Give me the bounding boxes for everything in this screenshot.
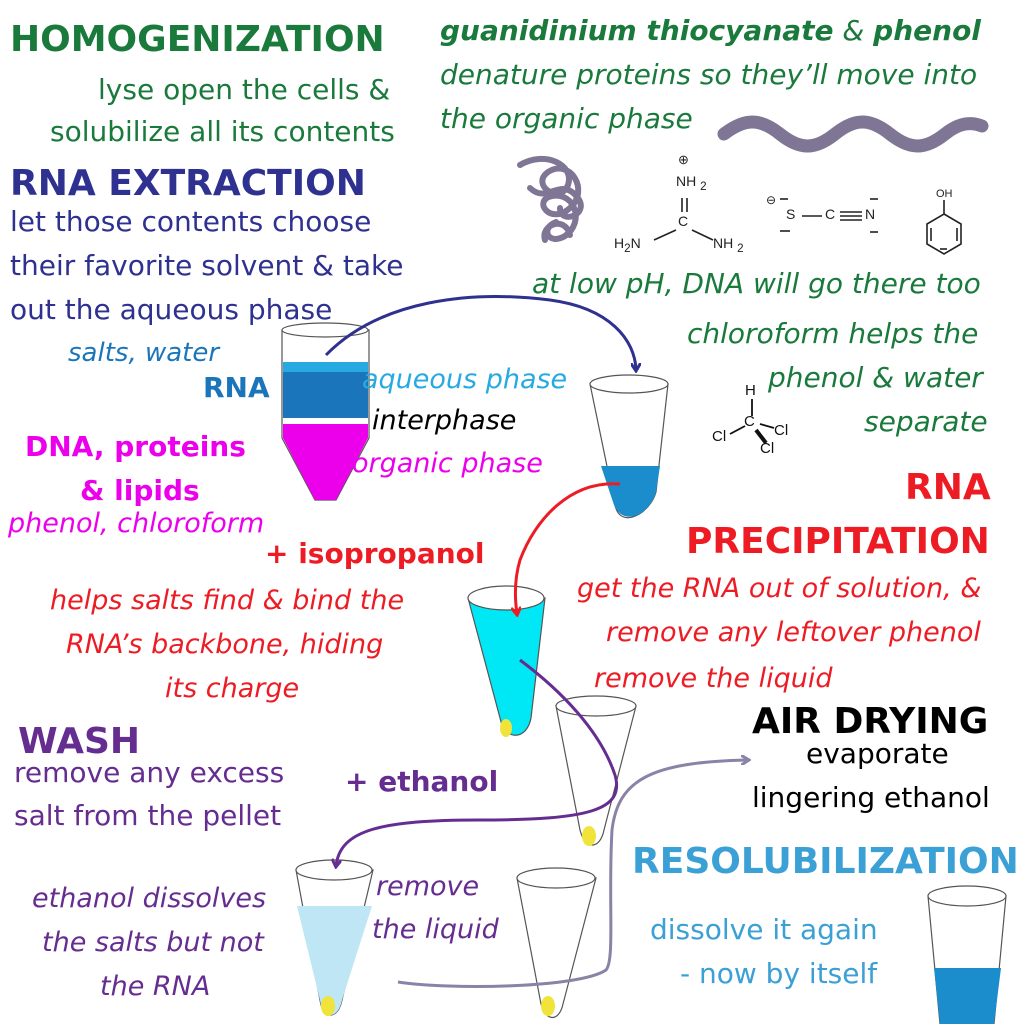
extraction-arrow (324, 295, 636, 370)
denatured-protein-icon (717, 115, 989, 153)
chloroform-cl-bottom: Cl (760, 440, 775, 457)
chloroform-note-line1: chloroform helps the (687, 317, 979, 350)
extraction-tube (281, 322, 370, 501)
chloroform-note-line2: phenol & water (768, 361, 983, 394)
guanidinium-c: C (678, 213, 689, 229)
phenol-structure (926, 200, 962, 255)
ethanol-wash-tube (295, 859, 374, 1016)
chloroform-note-line3: separate (864, 405, 988, 438)
wash-remove-line1: remove (376, 871, 480, 902)
phenol-oh: OH (936, 188, 953, 200)
extraction-line3: out the aqueous phase (10, 293, 333, 326)
isopropanol-arrow (515, 482, 621, 614)
air-drying-arrow (397, 760, 748, 988)
precipitation-line2: remove any leftover phenol (606, 617, 981, 648)
guanidinium-thiocyanate-label: guanidinium thiocyanate (440, 14, 834, 47)
chloroform-cl-left: Cl (712, 428, 727, 445)
chloroform-c: C (744, 413, 755, 430)
denature-line1: guanidinium thiocyanate & phenol (440, 14, 981, 47)
thiocyanate-c: C (825, 206, 836, 222)
lipids-label: & lipids (80, 474, 200, 507)
guanidinium-structure (653, 198, 714, 241)
ethanol-note-line2: the salts but not (42, 927, 264, 958)
ethanol-label: + ethanol (345, 765, 499, 798)
rna-label: RNA (203, 371, 270, 404)
homogenization-line1: lyse open the cells & (98, 73, 391, 106)
extraction-title: RNA EXTRACTION (10, 163, 366, 204)
wash-line2: salt from the pellet (14, 799, 282, 832)
air-drying-line2: lingering ethanol (752, 781, 990, 814)
chloroform-h: H (745, 382, 756, 399)
extraction-line1: let those contents choose (10, 205, 372, 238)
low-ph-note: at low pH, DNA will go there too (532, 267, 981, 300)
dna-proteins-label: DNA, proteins (25, 430, 246, 463)
resolubilization-title: RESOLUBILIZATION (632, 841, 1019, 882)
precipitation-title-1: RNA (905, 467, 991, 508)
air-drying-title: AIR DRYING (752, 701, 989, 742)
guanidinium-nh2-top: NH 2 (676, 173, 707, 193)
phenol-chloroform-label: phenol, chloroform (8, 508, 265, 539)
denature-line2: denature proteins so they’ll move into (440, 58, 978, 91)
aqueous-phase-label: aqueous phase (362, 364, 568, 395)
remove-liquid-arrow (336, 658, 618, 866)
isopropanol-note-line2: RNA’s backbone, hiding (66, 629, 384, 660)
ethanol-note-line3: the RNA (100, 971, 211, 1002)
resolubilized-tube (927, 885, 1007, 1024)
isopropanol-label: + isopropanol (265, 537, 485, 570)
wash-title: WASH (18, 721, 141, 762)
air-drying-line1: evaporate (806, 737, 949, 770)
thiocyanate-charge: ⊖ (766, 193, 777, 207)
chloroform-structure (729, 399, 775, 445)
folded-protein-icon (517, 155, 584, 243)
homogenization-line2: solubilize all its contents (50, 115, 395, 148)
drying-tube (516, 867, 597, 1019)
salts-water-label: salts, water (68, 338, 220, 368)
isopropanol-note-line1: helps salts find & bind the (50, 585, 405, 616)
precipitation-title-2: PRECIPITATION (686, 521, 990, 562)
phenol-label: phenol (873, 14, 981, 47)
resolubilization-line2: - now by itself (680, 957, 878, 990)
guanidinium-h2n: H2N (614, 235, 641, 255)
organic-phase-label: organic phase (352, 448, 543, 479)
denature-line3: the organic phase (440, 102, 693, 135)
thiocyanate-structure (780, 198, 878, 233)
extraction-line2: their favorite solvent & take (10, 249, 404, 282)
pellet-tube (555, 695, 637, 846)
ethanol-note-line1: ethanol dissolves (32, 883, 267, 914)
guanidinium-charge: ⊕ (678, 152, 689, 167)
guanidinium-nh2-right: NH 2 (713, 235, 744, 255)
precipitation-line1: get the RNA out of solution, & (577, 573, 982, 604)
wash-line1: remove any excess (14, 756, 285, 789)
chloroform-cl-right: Cl (774, 422, 789, 439)
interphase-label: interphase (372, 405, 517, 436)
thiocyanate-n: N (865, 206, 876, 222)
isopropanol-note-line3: its charge (165, 673, 300, 704)
aqueous-phase-tube (589, 374, 669, 519)
resolubilization-line1: dissolve it again (650, 913, 878, 946)
thiocyanate-s: S (786, 206, 796, 222)
homogenization-title: HOMOGENIZATION (10, 19, 385, 60)
wash-remove-line2: the liquid (372, 914, 499, 945)
remove-liquid-label: remove the liquid (594, 663, 833, 694)
isopropanol-tube (467, 585, 546, 737)
